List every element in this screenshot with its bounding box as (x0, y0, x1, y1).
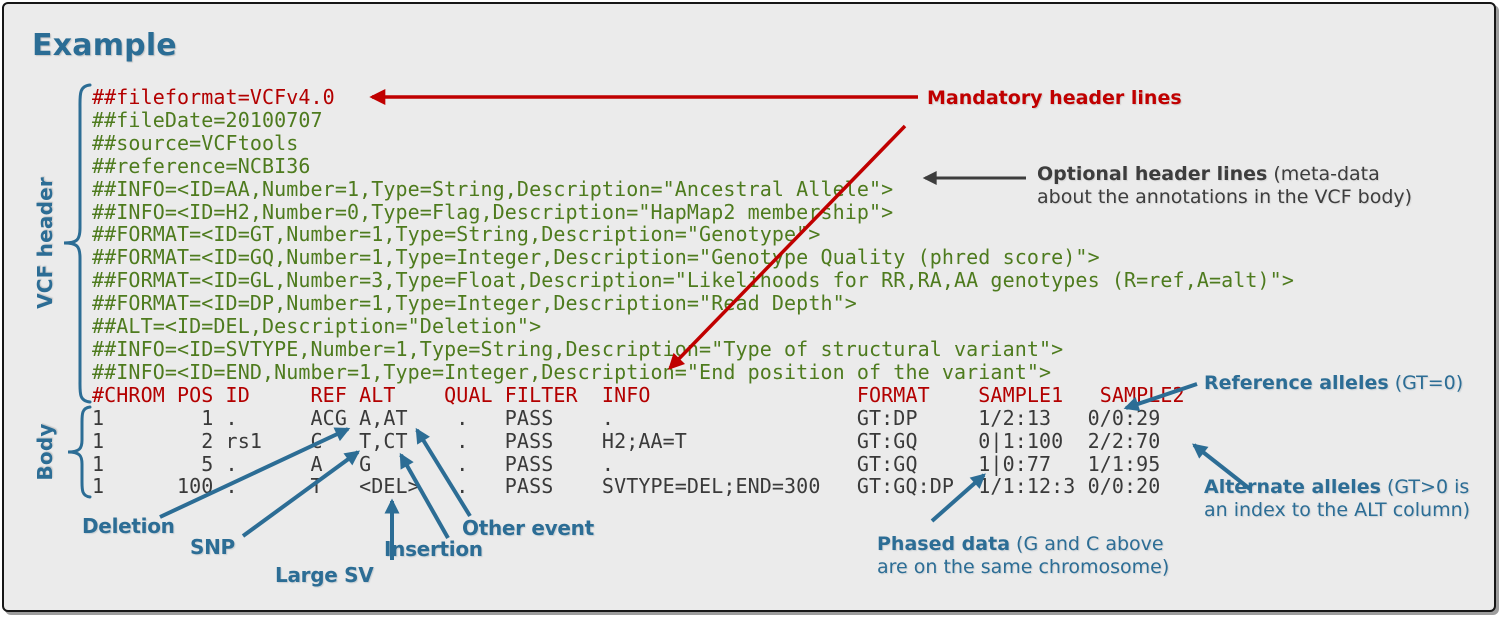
code-line-row: 1 5 . A G . PASS . GT:GQ 1|0:77 1/1:95 (92, 451, 1161, 476)
alternate-alleles-annotation-bold: Alternate alleles (1204, 476, 1381, 498)
optional-header-annotation-line2: about the annotations in the VCF body) (1037, 186, 1413, 208)
phased-data-annotation-rest: (G and C above (1010, 533, 1164, 555)
vcf-header-section-label: VCF header (33, 177, 57, 309)
code-line-meta: ##FORMAT=<ID=GT,Number=1,Type=String,Des… (92, 222, 821, 247)
phased-data-annotation-bold: Phased data (877, 533, 1011, 555)
alternate-alleles-annotation-rest: (GT>0 is (1380, 476, 1470, 498)
other-event-label: Other event (462, 516, 594, 540)
code-line-meta: ##fileDate=20100707 (92, 107, 323, 132)
page-title: Example (32, 28, 177, 63)
alternate-alleles-annotation-line2: an index to the ALT column) (1204, 499, 1471, 521)
snp-label: SNP (190, 535, 235, 559)
code-line-meta: ##FORMAT=<ID=DP,Number=1,Type=Integer,De… (92, 291, 857, 316)
optional-header-annotation-rest: (meta-data (1267, 163, 1380, 185)
code-line-row: 1 1 . ACG A,AT . PASS . GT:DP 1/2:13 0/0… (92, 405, 1161, 430)
code-line-row: 1 2 rs1 C T,CT . PASS H2;AA=T GT:GQ 0|1:… (92, 428, 1161, 453)
code-line-meta: ##FORMAT=<ID=GQ,Number=1,Type=Integer,De… (92, 245, 1100, 270)
optional-header-annotation: Optional header lines (meta-data about t… (1037, 163, 1412, 209)
phased-data-annotation-line2: are on the same chromosome) (877, 556, 1170, 578)
large-sv-label: Large SV (275, 563, 374, 587)
code-line-meta: ##source=VCFtools (92, 130, 299, 155)
insertion-label: Insertion (384, 537, 483, 561)
code-line-meta: ##FORMAT=<ID=GL,Number=3,Type=Float,Desc… (92, 268, 1294, 293)
code-line-meta: ##reference=NCBI36 (92, 153, 311, 178)
optional-header-annotation-bold: Optional header lines (1037, 163, 1268, 185)
code-line-meta: ##INFO=<ID=SVTYPE,Number=1,Type=String,D… (92, 336, 1064, 361)
reference-alleles-annotation: Reference alleles (GT=0) (1204, 372, 1463, 395)
code-line-row: 1 100 . T <DEL> . PASS SVTYPE=DEL;END=30… (92, 474, 1161, 499)
code-line-meta: ##ALT=<ID=DEL,Description="Deletion"> (92, 314, 542, 339)
alternate-alleles-annotation: Alternate alleles (GT>0 is an index to t… (1204, 476, 1470, 522)
vcf-code: ##fileformat=VCFv4.0##fileDate=20100707#… (92, 86, 1294, 498)
phased-data-annotation: Phased data (G and C above are on the sa… (877, 533, 1169, 579)
reference-alleles-annotation-bold: Reference alleles (1204, 372, 1389, 394)
mandatory-header-annotation: Mandatory header lines (927, 87, 1182, 109)
code-line-mandatory: ##fileformat=VCFv4.0 (92, 85, 335, 109)
reference-alleles-annotation-rest: (GT=0) (1388, 372, 1464, 394)
deletion-label: Deletion (82, 514, 175, 538)
code-line-meta: ##INFO=<ID=END,Number=1,Type=Integer,Des… (92, 359, 1052, 384)
body-section-label: Body (33, 423, 57, 481)
code-line-columns: #CHROM POS ID REF ALT QUAL FILTER INFO F… (92, 382, 1185, 407)
